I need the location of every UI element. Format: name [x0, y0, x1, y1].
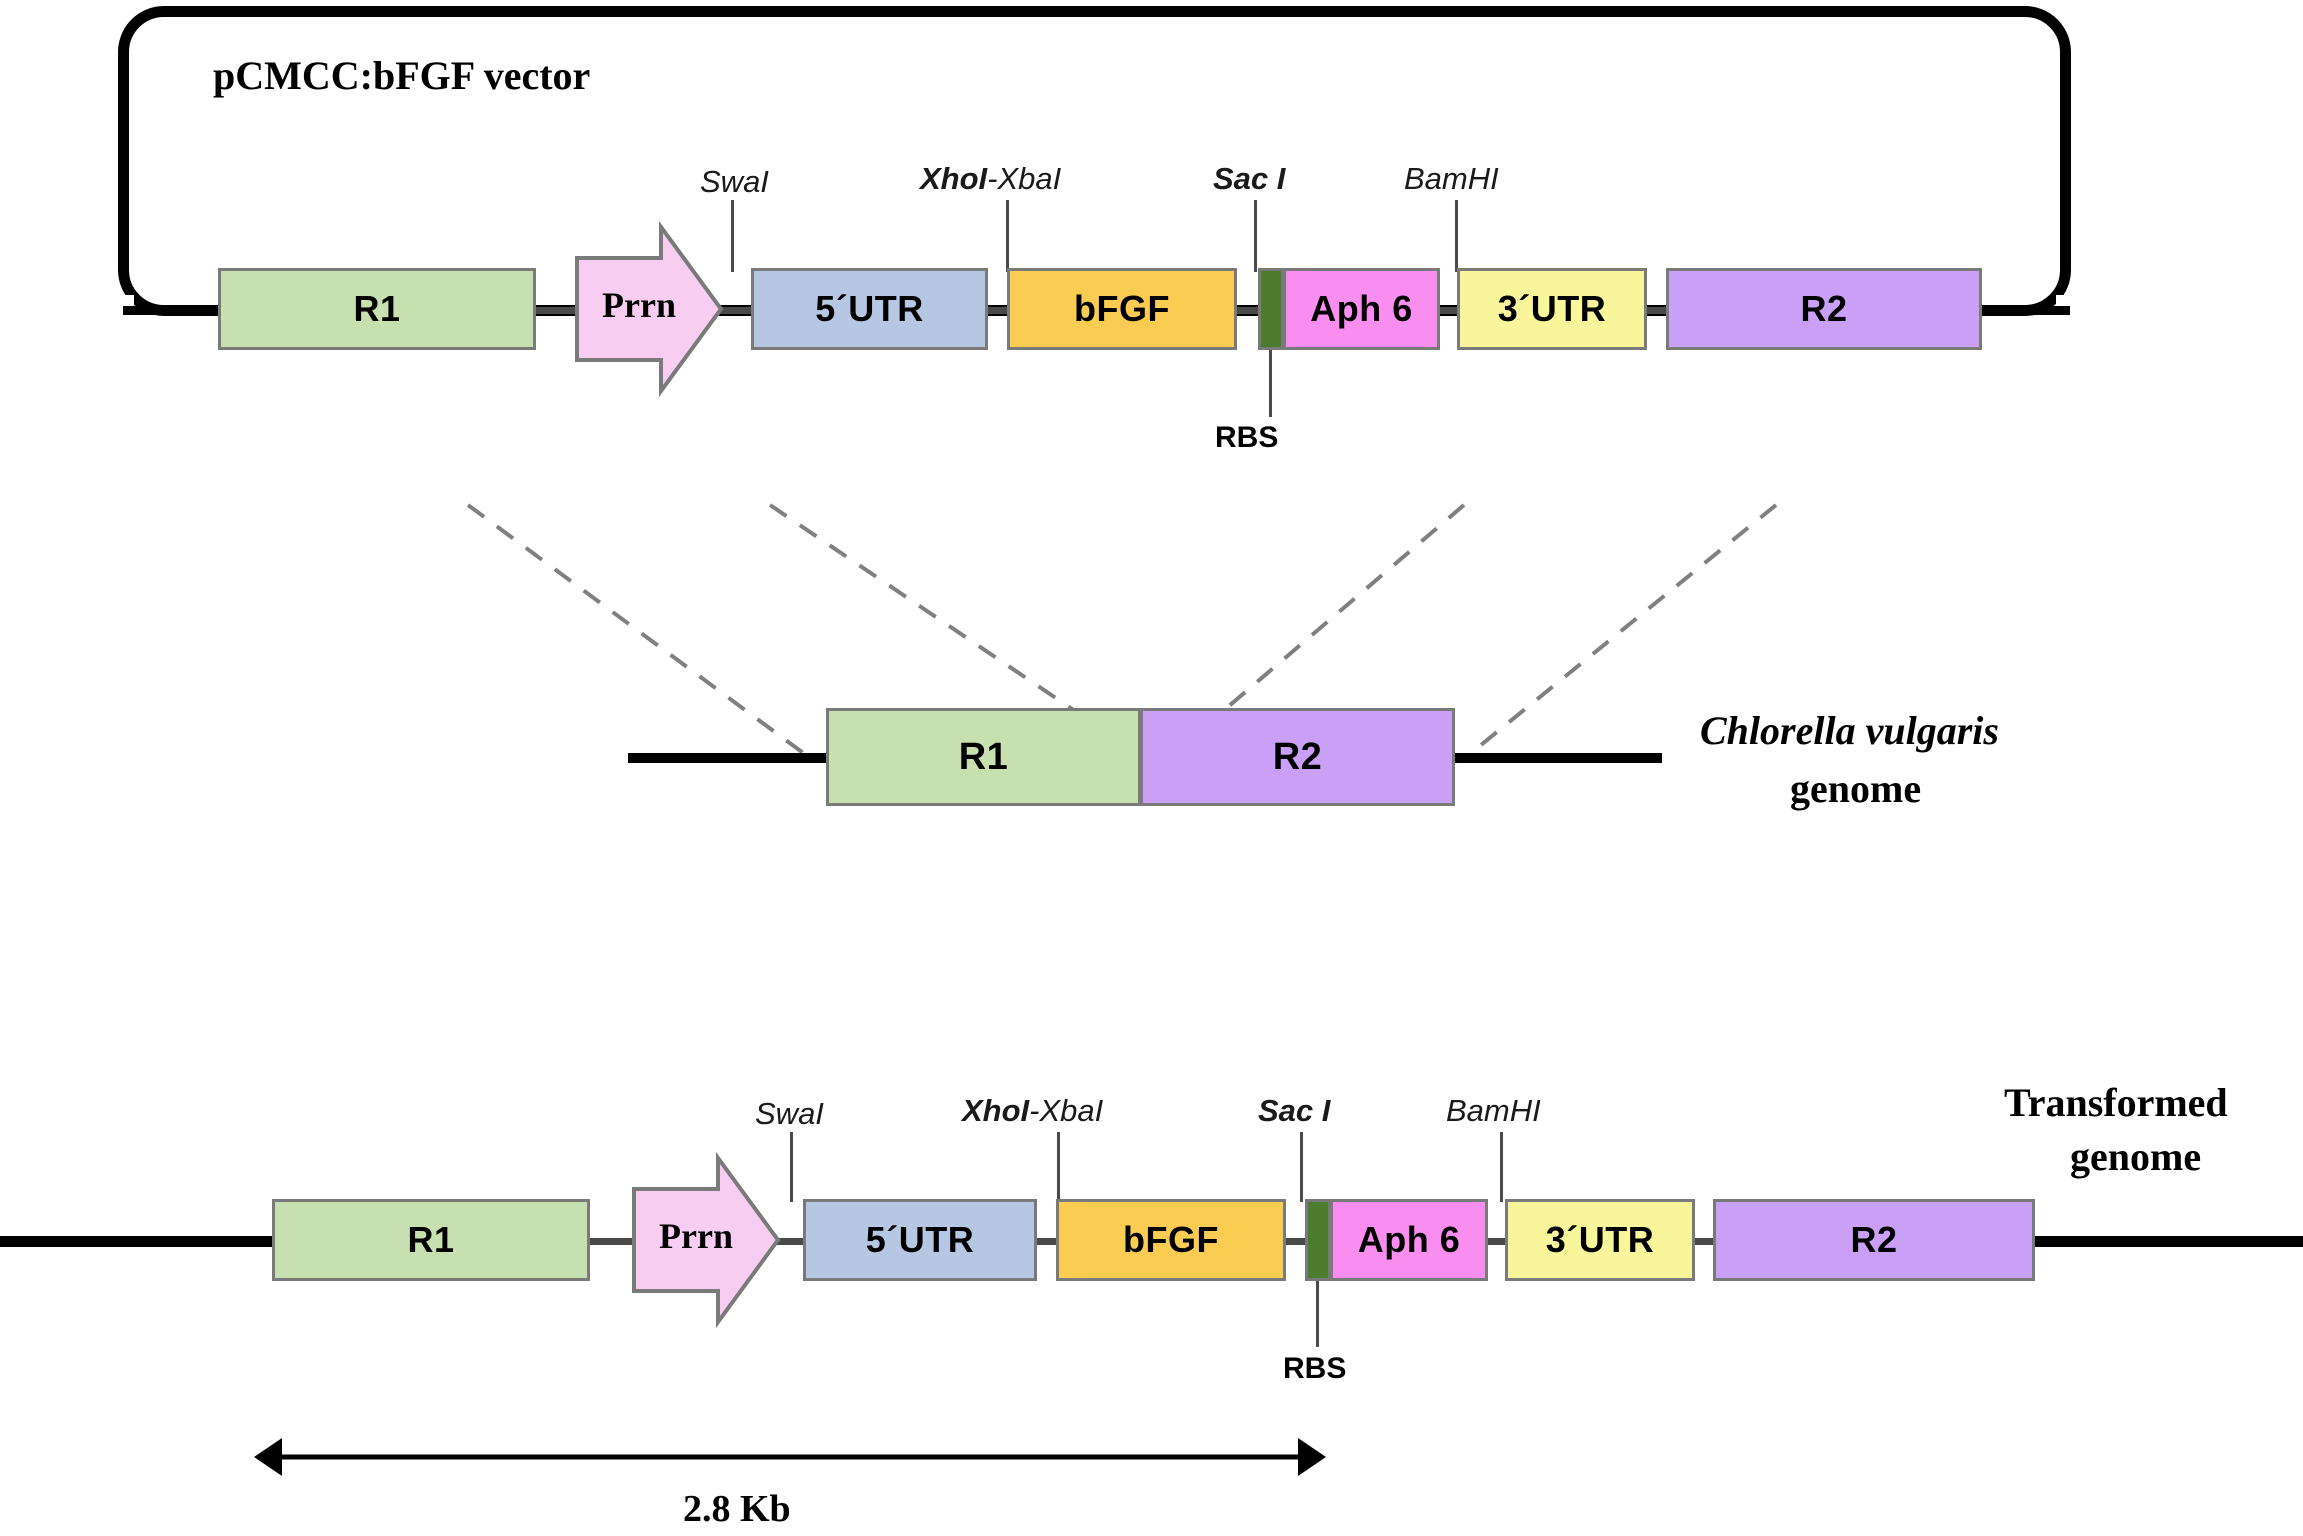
transformed-box-rbs[interactable]	[1305, 1199, 1331, 1281]
promoter-arrow-shape	[575, 220, 724, 398]
enzyme-label-saci-text: Sac I	[1213, 161, 1286, 196]
enzyme-label-xhoi: XhoI	[920, 161, 988, 196]
enzyme-tick-bamhi-transformed	[1500, 1132, 1503, 1202]
transformed-line-left	[0, 1236, 275, 1247]
enzyme-label-saci: Sac I	[1213, 163, 1285, 194]
enzyme-label-swai: SwaI	[700, 166, 769, 197]
enzyme-label-bamhi-transformed: BamHI	[1446, 1093, 1541, 1128]
genome-box-r1-label: R1	[958, 735, 1009, 778]
transformed-genome-title-line1: Transformed	[2004, 1080, 2228, 1125]
transformed-promoter-prrn[interactable]: Prrn	[632, 1151, 781, 1329]
vector-box-utr5-label: 5´UTR	[815, 288, 924, 329]
enzyme-tick-xhoi-xbai	[1006, 200, 1009, 272]
enzyme-tick-swai-transformed	[790, 1132, 793, 1202]
vector-frame-gap-left	[110, 295, 134, 335]
transformed-connector-aph6-utr3	[1486, 1238, 1506, 1245]
scale-bar-arrow-right	[1298, 1438, 1326, 1476]
enzyme-label-xhoi-xbai-transformed: XhoI-XbaI	[962, 1093, 1104, 1128]
enzyme-label-xhoi-xbai: XhoI-XbaI	[920, 163, 1061, 194]
genome-box-r1[interactable]: R1	[826, 708, 1141, 806]
vector-connector-bfgf-rbs	[1235, 307, 1259, 314]
projection-line-2	[768, 503, 1157, 767]
vector-promoter-prrn-label: Prrn	[602, 285, 676, 325]
vector-connector-r1-prrn	[533, 307, 577, 314]
transformed-box-bfgf[interactable]: bFGF	[1056, 1199, 1286, 1281]
enzyme-tick-saci-transformed	[1300, 1132, 1303, 1202]
genome-box-r2-label: R2	[1272, 735, 1323, 778]
transformed-connector-prrn-utr5	[775, 1238, 805, 1245]
enzyme-label-swai-text: SwaI	[700, 164, 769, 199]
vector-connector-aph6-utr3	[1438, 307, 1458, 314]
genome-line-right	[1452, 753, 1662, 763]
enzyme-tick-swai	[731, 200, 734, 272]
transformed-connector-r1-prrn	[590, 1238, 638, 1245]
promoter-arrow-shape-transformed	[632, 1151, 781, 1329]
vector-connector-prrn-utr5	[718, 307, 752, 314]
vector-box-r1-label: R1	[353, 288, 401, 329]
vector-box-utr5[interactable]: 5´UTR	[751, 268, 988, 350]
enzyme-tick-bamhi	[1455, 200, 1458, 272]
rbs-leader-line-vector	[1269, 350, 1272, 417]
vector-box-utr3[interactable]: 3´UTR	[1457, 268, 1647, 350]
enzyme-label-saci-transformed: Sac I	[1258, 1093, 1331, 1128]
transformed-box-utr5-label: 5´UTR	[865, 1219, 975, 1260]
enzyme-tick-saci	[1254, 200, 1257, 272]
vector-connector-utr5-bfgf	[986, 307, 1008, 314]
vector-box-rbs[interactable]	[1258, 268, 1284, 350]
genome-box-r2[interactable]: R2	[1140, 708, 1455, 806]
vector-promoter-prrn[interactable]: Prrn	[575, 220, 724, 398]
vector-box-bfgf-label: bFGF	[1074, 288, 1170, 329]
transformed-box-r1-label: R1	[407, 1219, 455, 1260]
transformed-line-right	[2033, 1236, 2303, 1247]
vector-box-aph6-label: Aph 6	[1310, 288, 1413, 329]
scale-bar-label: 2.8 Kb	[683, 1488, 791, 1530]
scale-bar	[254, 1438, 1326, 1476]
transformed-box-aph6[interactable]: Aph 6	[1330, 1199, 1488, 1281]
vector-frame-gap-right	[2056, 295, 2080, 335]
vector-backbone-right	[1980, 306, 2070, 315]
transformed-promoter-prrn-label: Prrn	[659, 1216, 733, 1256]
transformed-box-aph6-label: Aph 6	[1357, 1219, 1461, 1260]
vector-box-r1[interactable]: R1	[218, 268, 536, 350]
transformed-box-r1[interactable]: R1	[272, 1199, 590, 1281]
vector-backbone-left	[123, 306, 220, 315]
transformed-connector-bfgf-rbs	[1283, 1238, 1305, 1245]
vector-title: pCMCC:bFGF vector	[213, 53, 591, 98]
transformed-box-r2[interactable]: R2	[1713, 1199, 2035, 1281]
vector-box-utr3-label: 3´UTR	[1497, 288, 1607, 329]
enzyme-label-bamhi: BamHI	[1404, 163, 1499, 194]
enzyme-tick-xhoi-xbai-transformed	[1057, 1132, 1060, 1202]
enzyme-label-xbai: -XbaI	[987, 161, 1062, 196]
transformed-box-utr5[interactable]: 5´UTR	[803, 1199, 1037, 1281]
vector-connector-utr3-r2	[1645, 307, 1667, 314]
transformed-box-utr3-label: 3´UTR	[1545, 1219, 1655, 1260]
genome-word-label: genome	[1790, 766, 1922, 811]
vector-box-aph6[interactable]: Aph 6	[1283, 268, 1440, 350]
transformed-genome-title-line2: genome	[2070, 1134, 2202, 1179]
transformed-box-utr3[interactable]: 3´UTR	[1505, 1199, 1695, 1281]
projection-line-4	[1458, 503, 1778, 764]
vector-box-r2-label: R2	[1800, 288, 1848, 329]
rbs-label-vector: RBS	[1215, 421, 1279, 454]
transformed-box-bfgf-label: bFGF	[1123, 1219, 1219, 1260]
transformed-box-r2-label: R2	[1850, 1219, 1898, 1260]
rbs-leader-line-transformed	[1316, 1281, 1319, 1347]
genome-line-left	[628, 753, 828, 763]
enzyme-label-swai-transformed: SwaI	[755, 1096, 824, 1131]
transformed-connector-utr5-bfgf	[1035, 1238, 1057, 1245]
vector-box-r2[interactable]: R2	[1666, 268, 1982, 350]
rbs-label-transformed: RBS	[1283, 1352, 1347, 1385]
vector-box-bfgf[interactable]: bFGF	[1007, 268, 1237, 350]
genome-species-label: Chlorella vulgaris	[1700, 708, 1999, 753]
enzyme-label-bamhi-text: BamHI	[1404, 161, 1499, 196]
scale-bar-arrow-left	[254, 1438, 282, 1476]
transformed-connector-utr3-r2	[1692, 1238, 1714, 1245]
projection-line-1	[466, 503, 812, 760]
